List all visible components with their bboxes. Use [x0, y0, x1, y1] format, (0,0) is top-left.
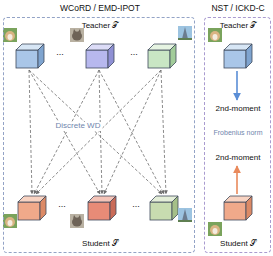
teacher-feature	[224, 44, 252, 68]
input-image	[208, 28, 222, 42]
ellipsis: ...	[132, 200, 140, 210]
moment-arrow	[236, 166, 238, 194]
student-feature	[150, 196, 178, 220]
role-label: Student 𝒮	[82, 240, 118, 249]
ellipsis: ...	[130, 48, 138, 58]
input-image	[70, 28, 84, 42]
method-label: Discrete WD	[54, 122, 103, 131]
role-label: Student 𝒮	[220, 240, 256, 249]
input-image	[3, 28, 17, 42]
metric-label: Frobenius norm	[213, 129, 262, 137]
student-feature	[88, 196, 116, 220]
method-panel: NST / ICKD-CTeacher 𝒯2nd-momentFrobenius…	[204, 17, 271, 253]
panel-title: WCoRD / EMD-IPOT	[60, 4, 140, 13]
ellipsis: ...	[56, 48, 64, 58]
moment-label: 2nd-moment	[216, 154, 261, 163]
teacher-feature	[16, 44, 44, 68]
student-feature	[224, 196, 252, 220]
teacher-feature	[86, 44, 114, 68]
student-feature	[18, 196, 46, 220]
input-image	[178, 208, 192, 222]
teacher-feature	[148, 44, 176, 68]
role-label: Teacher 𝒯	[82, 22, 119, 31]
panel-title: NST / ICKD-C	[211, 4, 264, 13]
input-image	[208, 222, 222, 236]
moment-label: 2nd-moment	[216, 105, 261, 114]
input-image	[70, 214, 84, 228]
input-image	[178, 26, 192, 40]
method-panel: WCoRD / EMD-IPOTTeacher 𝒯Discrete WDStud…	[3, 17, 195, 253]
role-label: Teacher 𝒯	[220, 22, 257, 31]
ellipsis: ...	[58, 200, 66, 210]
transport-lines	[29, 70, 166, 194]
input-image	[3, 214, 17, 228]
moment-arrow	[236, 71, 238, 100]
